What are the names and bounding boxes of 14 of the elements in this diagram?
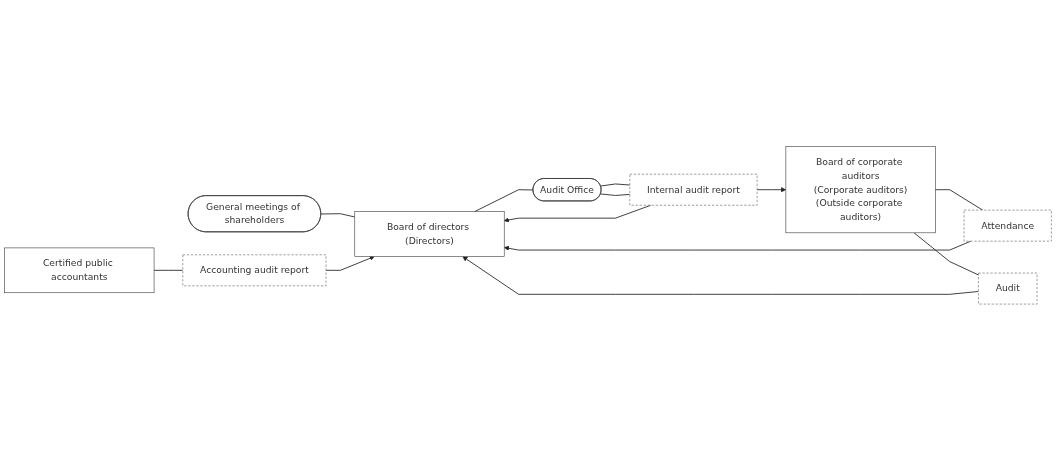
- node-box: Audit: [978, 272, 1038, 305]
- connector: [600, 193, 631, 197]
- node-box: Accounting audit report: [182, 254, 327, 287]
- node-box: Board of corporate auditors (Corporate auditors) (Outside corporate auditors): [785, 146, 936, 234]
- node-box: Internal audit report: [629, 174, 758, 206]
- connector: [913, 232, 979, 276]
- node-box: Board of directors (Directors): [354, 211, 505, 257]
- connector: [934, 189, 984, 211]
- node-box: Attendance: [963, 210, 1052, 242]
- connector: [600, 183, 631, 187]
- connector: [320, 213, 356, 218]
- connector: [153, 270, 184, 271]
- node-box: Certified public accountants: [4, 247, 155, 294]
- connector: [474, 189, 534, 213]
